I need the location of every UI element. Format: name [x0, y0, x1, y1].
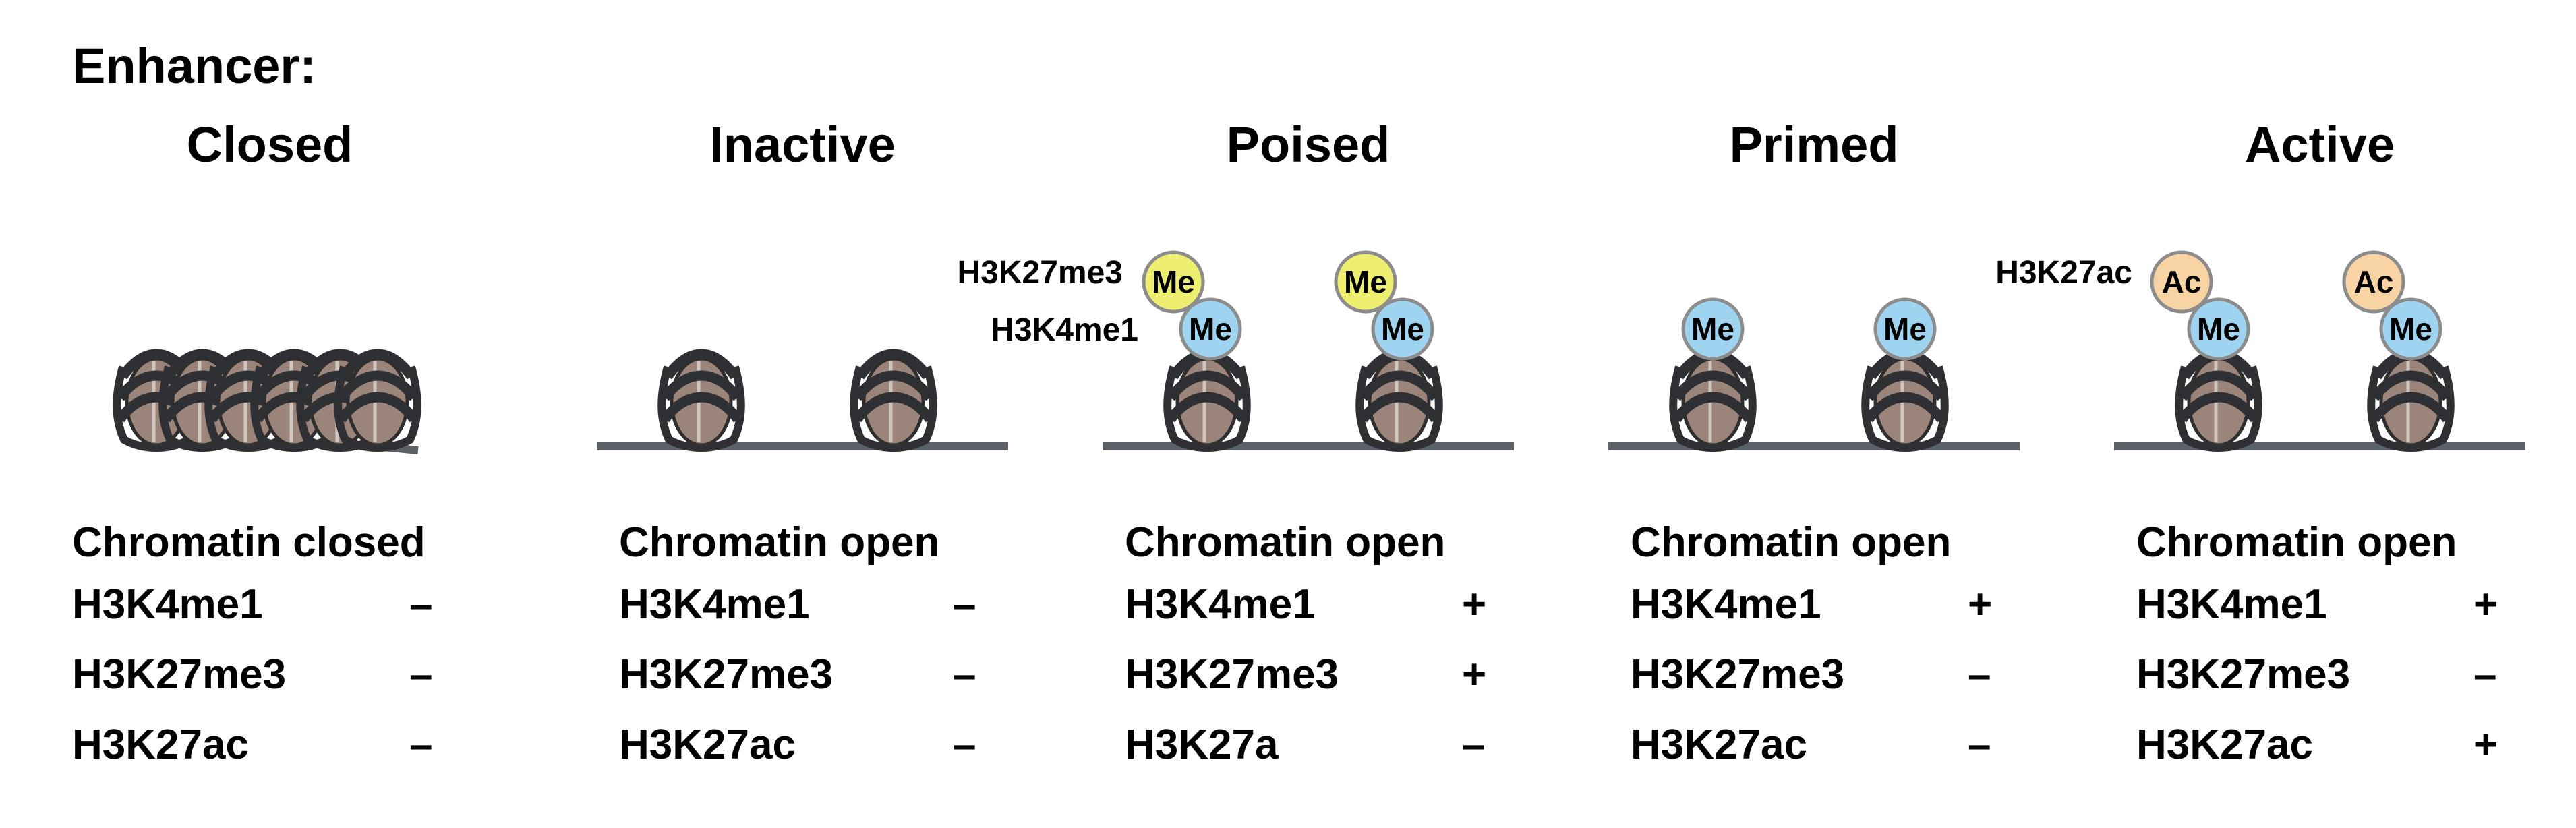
mark-name: H3K27ac	[1631, 721, 1807, 768]
chromatin-status: Chromatin open	[1125, 519, 1446, 566]
ac-label: Ac	[2354, 264, 2394, 299]
mark-name: H3K27me3	[2136, 651, 2351, 698]
title-inactive: Inactive	[709, 117, 896, 173]
mark-name: H3K4me1	[2136, 581, 2327, 628]
inactive-marks-table: Chromatin open H3K4me1 – H3K27me3 – H3K27a…	[619, 516, 1024, 780]
me1-mark: Me	[1873, 297, 1937, 361]
mark-sign: –	[1462, 721, 1486, 768]
title-active: Active	[2244, 117, 2395, 173]
mark-row: H3K27me3 –	[2136, 640, 2541, 710]
nucleosome	[1167, 354, 1247, 448]
mark-row: H3K4me1 +	[1125, 570, 1529, 640]
title-primed: Primed	[1729, 117, 1899, 173]
mark-sign: –	[1968, 721, 1991, 768]
me1-mark: Me	[1681, 297, 1745, 361]
mark-row: H3K4me1 +	[1631, 570, 2035, 640]
active-marks-table: Chromatin open H3K4me1 + H3K27me3 – H3K27a…	[2136, 516, 2541, 780]
mark-sign: +	[2473, 721, 2498, 768]
title-poised: Poised	[1226, 117, 1391, 173]
mark-sign: –	[1968, 651, 1991, 698]
nucleosome	[1865, 354, 1945, 448]
mark-sign: +	[1462, 581, 1487, 628]
mark-name: H3K4me1	[619, 581, 810, 628]
mark-name: H3K27ac	[2136, 721, 2313, 768]
primed-marks-table: Chromatin open H3K4me1 + H3K27me3 – H3K27a…	[1631, 516, 2035, 780]
mark-name: H3K27me3	[72, 651, 287, 698]
me-label: Me	[2389, 312, 2432, 347]
mark-sign: –	[953, 721, 976, 768]
mark-row: H3K4me1 –	[72, 570, 477, 640]
nucleosome	[2179, 354, 2258, 448]
me-label: Me	[1189, 312, 1232, 347]
me-label: Me	[1152, 264, 1195, 299]
title-closed: Closed	[186, 117, 353, 173]
h3k4me1-callout: H3K4me1	[991, 312, 1138, 348]
nucleosome	[1673, 354, 1753, 448]
mark-name: H3K27ac	[72, 721, 249, 768]
nucleosome	[2371, 354, 2451, 448]
enhancer-heading: Enhancer:	[72, 38, 316, 94]
mark-row: H3K27ac –	[1631, 710, 2035, 780]
nucleosome	[854, 354, 933, 448]
poised-chromatin: Me Me Me Me H3K27me3 H3K4me1	[958, 250, 1514, 448]
me-label: Me	[2197, 312, 2240, 347]
mark-sign: –	[953, 651, 976, 698]
mark-name: H3K27me3	[1631, 651, 1845, 698]
mark-sign: –	[409, 651, 433, 698]
mark-row: H3K27me3 +	[1125, 640, 1529, 710]
mark-row: H3K27a –	[1125, 710, 1529, 780]
me1-mark: Me	[1371, 297, 1434, 361]
mark-sign: +	[1968, 581, 1993, 628]
ac-mark: Ac	[2342, 250, 2405, 314]
closed-chromatin-fiber	[117, 354, 418, 454]
inactive-chromatin	[597, 354, 1008, 448]
mark-sign: +	[2473, 581, 2498, 628]
active-chromatin: Ac Me Ac Me H3K27ac	[1995, 250, 2525, 448]
nucleosome	[1359, 354, 1439, 448]
me3-mark: Me	[1142, 250, 1205, 314]
mark-sign: –	[409, 721, 433, 768]
mark-row: H3K27me3 –	[1631, 640, 2035, 710]
mark-name: H3K4me1	[72, 581, 263, 628]
primed-chromatin: Me Me	[1608, 297, 2020, 448]
chromatin-status: Chromatin open	[2136, 519, 2457, 566]
mark-sign: +	[1462, 651, 1487, 698]
me-label: Me	[1691, 312, 1734, 347]
mark-sign: –	[409, 581, 433, 628]
ac-mark: Ac	[2150, 250, 2213, 314]
mark-row: H3K4me1 –	[619, 570, 1024, 640]
mark-row: H3K27ac +	[2136, 710, 2541, 780]
mark-name: H3K27me3	[619, 651, 833, 698]
me1-mark: Me	[2379, 297, 2442, 361]
mark-name: H3K4me1	[1125, 581, 1316, 628]
ac-label: Ac	[2162, 264, 2202, 299]
mark-name: H3K27a	[1125, 721, 1279, 768]
h3k27ac-callout: H3K27ac	[1995, 255, 2132, 291]
me1-mark: Me	[1179, 297, 1242, 361]
me1-mark: Me	[2187, 297, 2250, 361]
me-label: Me	[1883, 312, 1927, 347]
nucleosome	[662, 354, 741, 448]
h3k27me3-callout: H3K27me3	[958, 255, 1123, 291]
mark-name: H3K27me3	[1125, 651, 1339, 698]
me-label: Me	[1381, 312, 1424, 347]
me-label: Me	[1344, 264, 1387, 299]
mark-name: H3K27ac	[619, 721, 796, 768]
mark-row: H3K27ac –	[72, 710, 477, 780]
enhancer-state-diagram: Me Me Me Me H3K27me3 H3K4me1 Me Me	[0, 250, 2525, 454]
chromatin-status: Chromatin open	[1631, 519, 1952, 566]
me3-mark: Me	[1334, 250, 1397, 314]
closed-marks-table: Chromatin closed H3K4me1 – H3K27me3 – H3K2…	[72, 516, 477, 780]
chromatin-status: Chromatin open	[619, 519, 940, 566]
chromatin-status: Chromatin closed	[72, 519, 426, 566]
mark-sign: –	[953, 581, 976, 628]
mark-row: H3K27ac –	[619, 710, 1024, 780]
mark-row: H3K4me1 +	[2136, 570, 2541, 640]
mark-row: H3K27me3 –	[72, 640, 477, 710]
mark-sign: –	[2473, 651, 2497, 698]
poised-marks-table: Chromatin open H3K4me1 + H3K27me3 + H3K27a…	[1125, 516, 1529, 780]
mark-name: H3K4me1	[1631, 581, 1821, 628]
mark-row: H3K27me3 –	[619, 640, 1024, 710]
